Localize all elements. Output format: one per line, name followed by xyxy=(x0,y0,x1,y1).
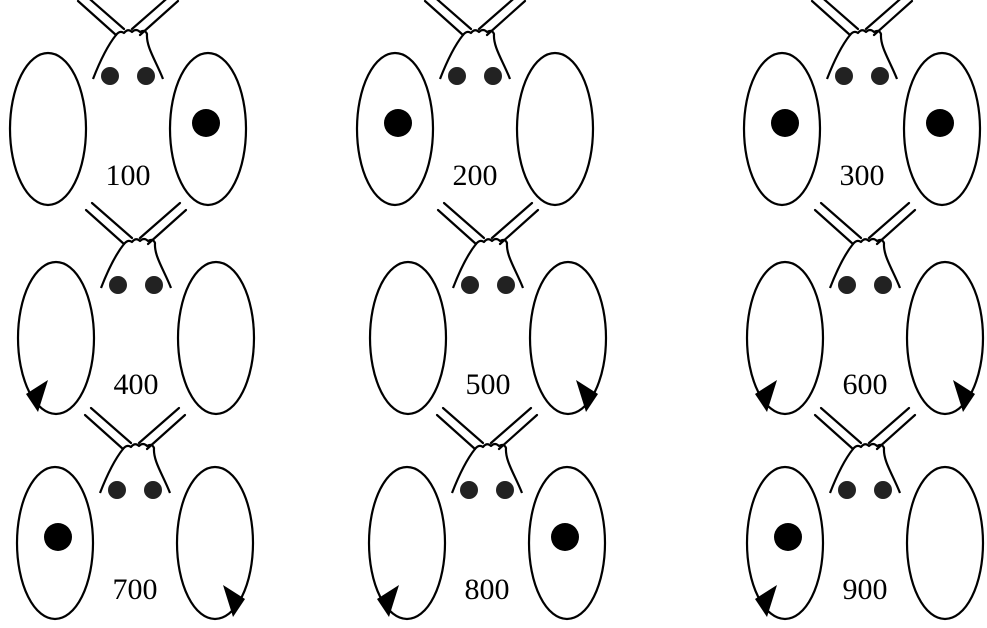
fly-head-200: 200 xyxy=(357,0,593,205)
right-eye xyxy=(178,262,254,414)
right-eye xyxy=(529,467,605,619)
eye-outline xyxy=(370,262,446,414)
eye-dot-marker xyxy=(774,523,802,551)
ocellus-left xyxy=(101,67,119,85)
ocellus-right xyxy=(145,276,163,294)
antennae xyxy=(85,408,185,449)
ocellus-left xyxy=(835,67,853,85)
eye-outline xyxy=(530,262,606,414)
fly-head-900: 900 xyxy=(747,408,983,619)
ocellus-left xyxy=(460,481,478,499)
fly-head-300: 300 xyxy=(744,0,980,205)
eye-outline xyxy=(747,262,823,414)
ocellus-right xyxy=(871,67,889,85)
right-eye xyxy=(517,53,593,205)
eye-outline xyxy=(178,262,254,414)
fly-label: 100 xyxy=(106,159,151,192)
fly-label: 800 xyxy=(465,573,510,606)
eye-dot-marker xyxy=(192,109,220,137)
ocellus-right xyxy=(874,481,892,499)
eye-outline xyxy=(177,467,253,619)
left-eye xyxy=(369,467,445,619)
fly-label: 200 xyxy=(453,159,498,192)
antennae xyxy=(815,408,915,449)
right-eye xyxy=(177,467,253,619)
fly-label: 900 xyxy=(843,573,888,606)
eye-outline xyxy=(18,262,94,414)
fly-label: 400 xyxy=(114,368,159,401)
left-eye xyxy=(357,53,433,205)
eye-dot-marker xyxy=(926,109,954,137)
right-eye xyxy=(907,467,983,619)
left-eye xyxy=(370,262,446,414)
ocellus-left xyxy=(838,276,856,294)
eye-outline xyxy=(517,53,593,205)
ocellus-right xyxy=(484,67,502,85)
antennae xyxy=(86,203,186,244)
antennae xyxy=(437,408,537,449)
eye-dot-marker xyxy=(551,523,579,551)
eye-dot-marker xyxy=(771,109,799,137)
right-eye xyxy=(907,262,983,414)
antennae xyxy=(438,203,538,244)
left-eye xyxy=(747,467,823,619)
left-eye xyxy=(10,53,86,205)
left-eye xyxy=(17,467,93,619)
eye-outline xyxy=(907,262,983,414)
fly-head-700: 700 xyxy=(17,408,253,619)
right-eye xyxy=(530,262,606,414)
eye-dot-marker xyxy=(384,109,412,137)
fly-label: 300 xyxy=(840,159,885,192)
fly-head-600: 600 xyxy=(747,203,983,414)
fly-label: 500 xyxy=(466,368,511,401)
eye-outline xyxy=(10,53,86,205)
left-eye xyxy=(747,262,823,414)
ocellus-left xyxy=(838,481,856,499)
fly-head-400: 400 xyxy=(18,203,254,414)
left-eye xyxy=(18,262,94,414)
ocellus-right xyxy=(137,67,155,85)
fly-head-100: 100 xyxy=(10,0,246,205)
ocellus-left xyxy=(108,481,126,499)
left-eye xyxy=(744,53,820,205)
ocellus-left xyxy=(448,67,466,85)
eye-outline xyxy=(907,467,983,619)
antennae xyxy=(815,203,915,244)
eye-dot-marker xyxy=(44,523,72,551)
right-eye xyxy=(904,53,980,205)
ocellus-right xyxy=(496,481,514,499)
fly-head-500: 500 xyxy=(370,203,606,414)
right-eye xyxy=(170,53,246,205)
eye-outline xyxy=(369,467,445,619)
fly-head-800: 800 xyxy=(369,408,605,619)
fly-label: 600 xyxy=(843,368,888,401)
ocellus-left xyxy=(461,276,479,294)
ocellus-left xyxy=(109,276,127,294)
ocellus-right xyxy=(497,276,515,294)
ocellus-right xyxy=(874,276,892,294)
ocellus-right xyxy=(144,481,162,499)
fly-label: 700 xyxy=(113,573,158,606)
